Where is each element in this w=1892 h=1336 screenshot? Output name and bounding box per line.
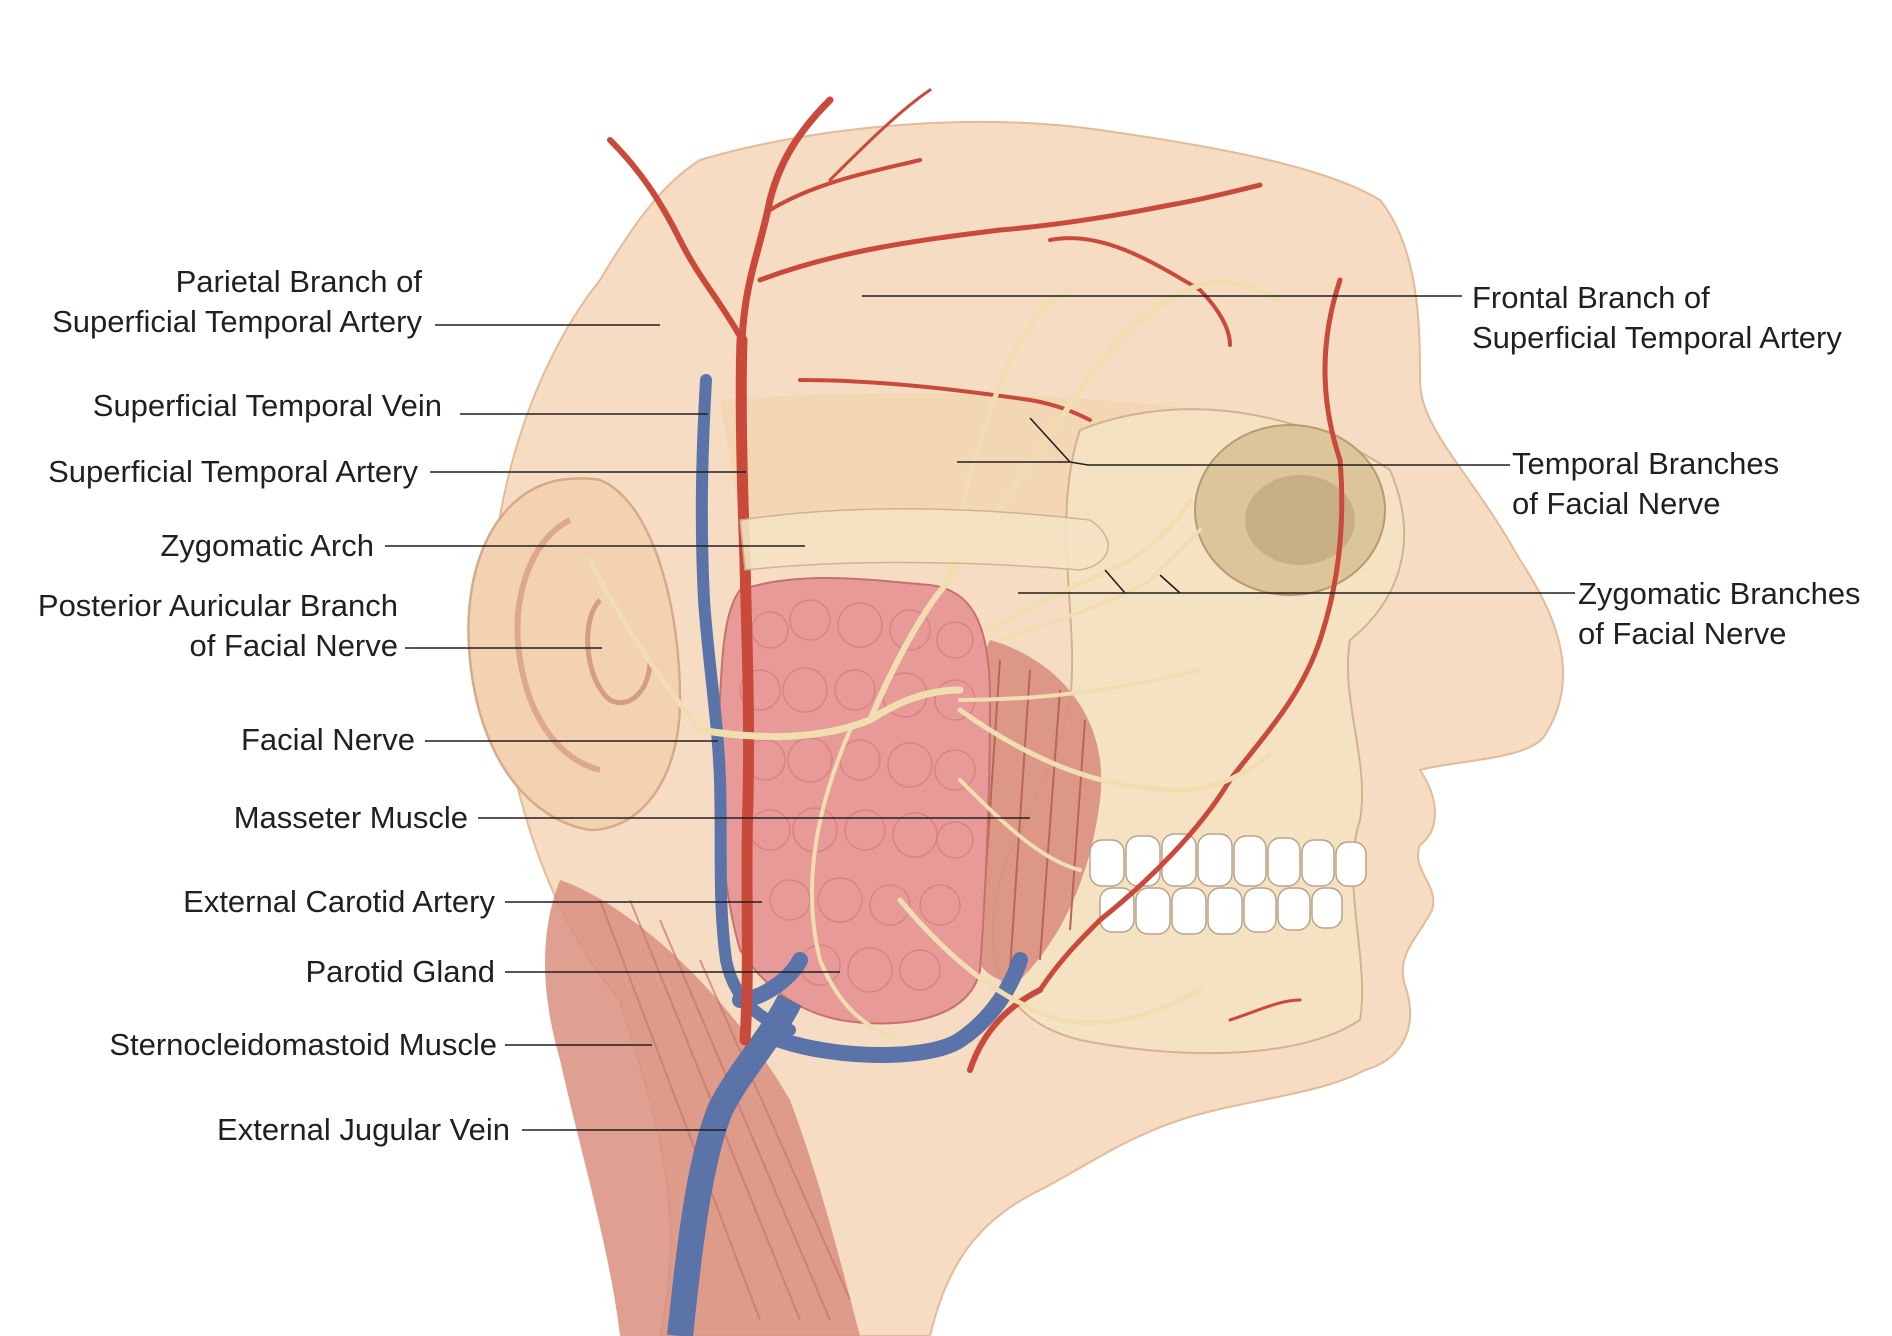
zygomatic-arch — [739, 508, 1109, 571]
label-line: Superficial Temporal Vein — [92, 388, 442, 423]
label-superficial-temporal-vein: Superficial Temporal Vein — [30, 386, 442, 426]
ear-helix — [514, 517, 601, 773]
label-masseter-muscle: Masseter Muscle — [150, 798, 468, 838]
label-external-jugular-vein: External Jugular Vein — [140, 1110, 510, 1150]
label-zygomatic-arch: Zygomatic Arch — [60, 526, 374, 566]
label-line: External Jugular Vein — [217, 1112, 510, 1147]
label-line: Zygomatic Arch — [160, 528, 374, 563]
label-parietal-branch: Parietal Branch of Superficial Temporal … — [12, 262, 422, 342]
label-line: Facial Nerve — [241, 722, 415, 757]
label-zygomatic-branches: Zygomatic Branches of Facial Nerve — [1578, 574, 1888, 654]
label-line: Sternocleidomastoid Muscle — [109, 1027, 497, 1062]
label-line: Zygomatic Branches — [1578, 576, 1861, 611]
label-line: of Facial Nerve — [189, 628, 398, 663]
parotid-lobules — [739, 599, 976, 993]
label-line: of Facial Nerve — [1578, 616, 1787, 651]
label-temporal-branches: Temporal Branches of Facial Nerve — [1512, 444, 1872, 524]
neck-muscles — [545, 880, 860, 1336]
label-line: Temporal Branches — [1512, 446, 1780, 481]
arteries — [607, 88, 1345, 1073]
label-line: Masseter Muscle — [233, 800, 468, 835]
label-external-carotid-artery: External Carotid Artery — [120, 882, 495, 922]
label-line: External Carotid Artery — [183, 884, 495, 919]
label-superficial-temporal-artery: Superficial Temporal Artery — [8, 452, 418, 492]
label-line: Superficial Temporal Artery — [1472, 320, 1842, 355]
superficial-temporal-vein — [695, 374, 796, 1036]
label-facial-nerve: Facial Nerve — [150, 720, 415, 760]
label-frontal-branch: Frontal Branch of Superficial Temporal A… — [1472, 278, 1882, 358]
label-line: of Facial Nerve — [1512, 486, 1721, 521]
orbit-inner — [1245, 475, 1355, 565]
label-line: Frontal Branch of — [1472, 280, 1710, 315]
label-posterior-auricular-branch: Posterior Auricular Branch of Facial Ner… — [0, 586, 398, 666]
label-line: Parietal Branch of — [175, 264, 422, 299]
facial-nerve-branches — [587, 278, 1283, 1042]
label-sternocleidomastoid-muscle: Sternocleidomastoid Muscle — [40, 1025, 497, 1065]
external-jugular-vein — [667, 994, 802, 1336]
label-line: Posterior Auricular Branch — [37, 588, 398, 623]
label-line: Superficial Temporal Artery — [52, 304, 422, 339]
label-line: Superficial Temporal Artery — [48, 454, 418, 489]
ear-concha — [585, 598, 653, 705]
leader-lines — [385, 295, 1575, 1131]
label-line: Parotid Gland — [305, 954, 495, 989]
ear — [467, 477, 682, 832]
label-parotid-gland: Parotid Gland — [200, 952, 495, 992]
